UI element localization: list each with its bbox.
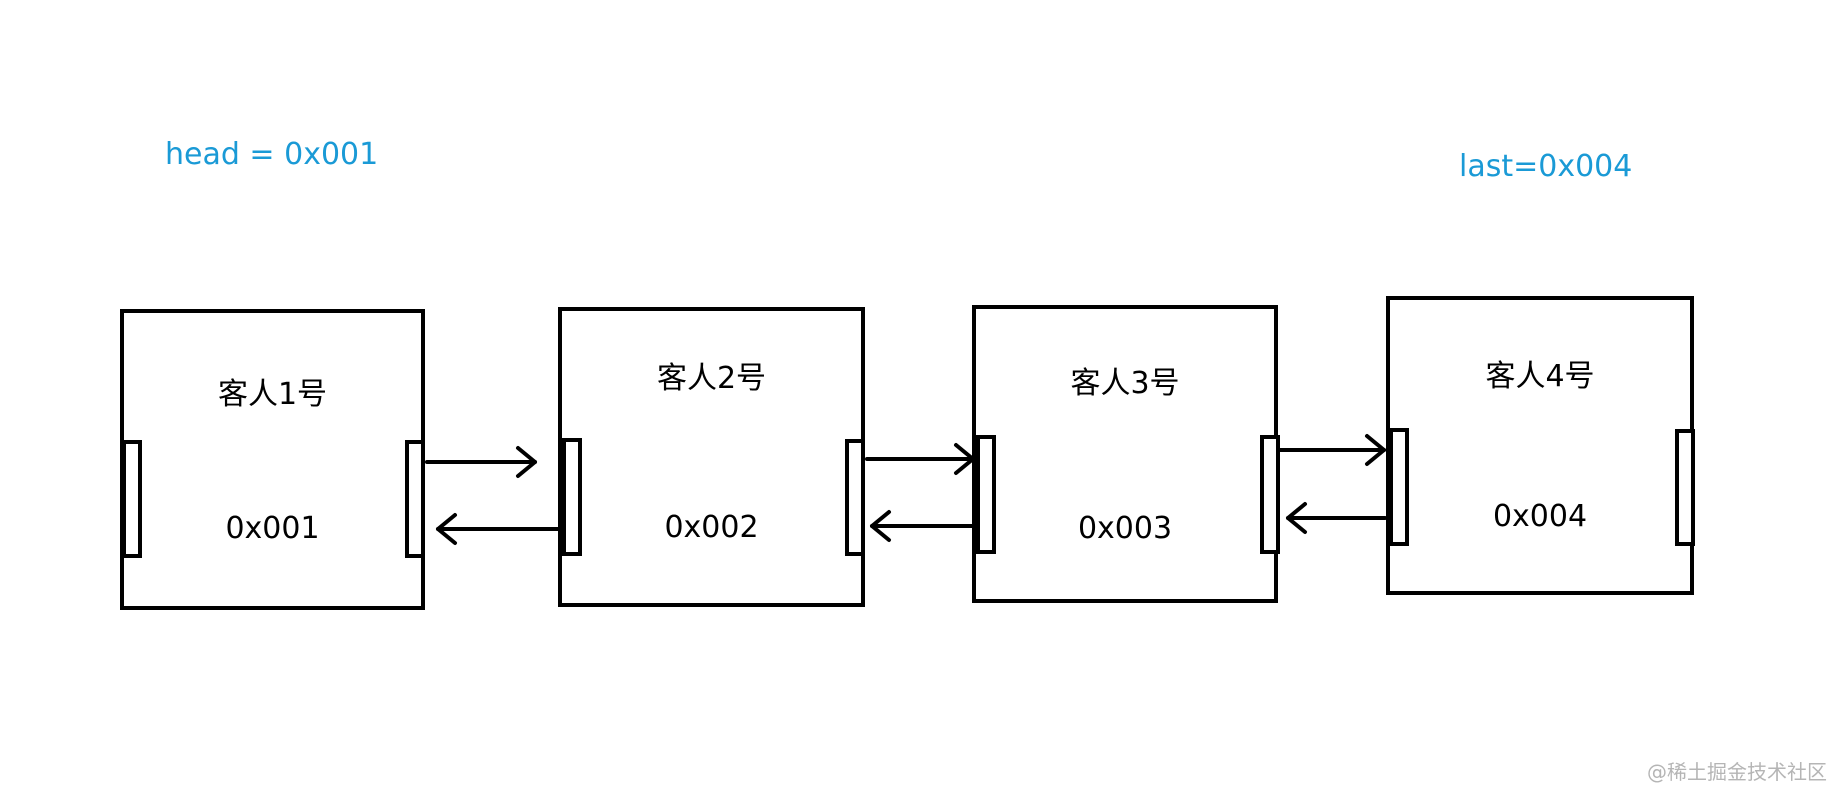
node-3-prev-slot bbox=[976, 435, 996, 554]
node-2-name: 客人2号 bbox=[656, 361, 767, 396]
node-2-prev-slot bbox=[562, 438, 582, 556]
next-arrow-2-to-3 bbox=[865, 443, 975, 475]
node-4-prev-slot bbox=[1389, 428, 1409, 546]
node-3-name: 客人3号 bbox=[1070, 366, 1180, 401]
next-arrow-1-to-2 bbox=[425, 446, 537, 478]
node-1-prev-slot bbox=[122, 440, 142, 558]
node-1-next-slot bbox=[405, 440, 425, 558]
node-2-next-slot bbox=[845, 439, 865, 556]
node-3-address: 0x003 bbox=[1077, 511, 1173, 546]
node-2-address: 0x002 bbox=[664, 510, 759, 545]
node-2: 客人2号 0x002 bbox=[558, 307, 865, 607]
node-1-name: 客人1号 bbox=[217, 377, 328, 412]
node-4-name: 客人4号 bbox=[1485, 359, 1595, 394]
node-1-address: 0x001 bbox=[225, 511, 320, 546]
node-4-address: 0x004 bbox=[1492, 499, 1588, 534]
prev-arrow-3-to-2 bbox=[870, 510, 976, 542]
head-pointer-label: head = 0x001 bbox=[165, 137, 379, 172]
node-3-next-slot bbox=[1260, 435, 1280, 554]
node-4-next-slot bbox=[1675, 429, 1695, 546]
last-pointer-label: last=0x004 bbox=[1459, 149, 1633, 184]
prev-arrow-4-to-3 bbox=[1286, 502, 1387, 534]
watermark: @稀土掘金技术社区 bbox=[1647, 760, 1827, 784]
prev-arrow-2-to-1 bbox=[436, 513, 560, 545]
node-4: 客人4号 0x004 bbox=[1386, 296, 1694, 595]
next-arrow-3-to-4 bbox=[1278, 434, 1386, 466]
